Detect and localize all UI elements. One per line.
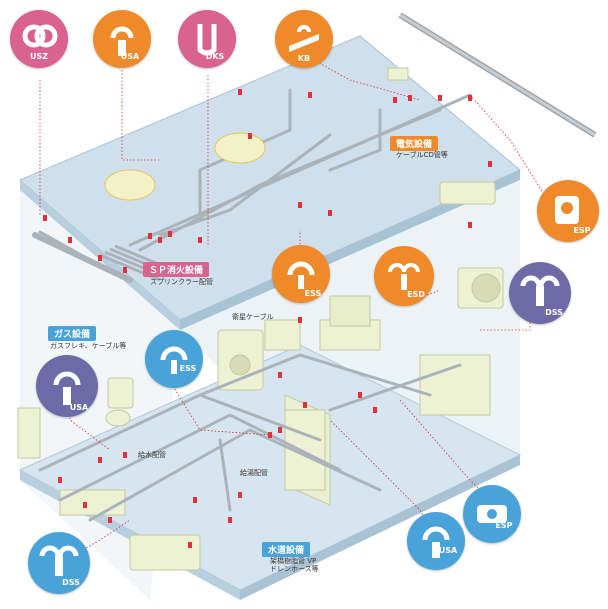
esp-clip-icon xyxy=(477,505,507,523)
dss-clip-icon xyxy=(39,545,79,576)
esp-clip-icon xyxy=(555,196,579,224)
pipe-clip-mark xyxy=(393,97,397,103)
product-code: ESP xyxy=(495,521,513,530)
ac-fan xyxy=(471,273,501,303)
pipe-clip-mark xyxy=(198,237,202,243)
pipe-clip-mark xyxy=(278,427,282,433)
pipe-clip-mark xyxy=(148,233,152,239)
pipe-clip-mark xyxy=(303,402,307,408)
pipe-clip-mark xyxy=(193,497,197,503)
lower-pipes xyxy=(38,353,462,522)
caption-sprinkler: スプリンクラー配管 xyxy=(150,278,213,286)
product-code: USA xyxy=(69,403,89,412)
product-dks: DKS xyxy=(178,10,236,68)
roof-rail-shadow xyxy=(399,13,596,137)
pipe-clip-mark xyxy=(298,317,302,323)
pipe-clip-mark xyxy=(228,517,232,523)
ceiling-light-right xyxy=(214,132,266,164)
caption-hot-water: 給湯配管 xyxy=(240,469,268,477)
kb-clip-icon xyxy=(289,25,319,52)
product-code: ESP xyxy=(573,226,591,235)
pipe-clip-mark xyxy=(238,89,242,95)
dks-clip-icon xyxy=(197,24,217,56)
ess-hook-icon xyxy=(160,346,188,374)
pipe-clip-mark xyxy=(358,392,362,398)
product-usz: USZ xyxy=(10,10,68,68)
product-code: USZ xyxy=(29,52,49,61)
usa-clip-icon xyxy=(110,26,134,56)
product-dss-lower: DSS xyxy=(28,532,90,594)
pipe-clip-mark xyxy=(438,95,442,101)
product-dss-right: DSS xyxy=(509,262,571,324)
product-usa-gas: USA xyxy=(36,355,98,417)
product-ess-lower: ESS xyxy=(145,330,203,388)
badge-electric: 電気設備 xyxy=(390,136,439,151)
product-esp-lower: ESP xyxy=(463,485,521,543)
product-code: USA xyxy=(120,52,140,61)
badge-gas: ガス設備 xyxy=(48,326,97,341)
usa-clip-icon xyxy=(422,526,450,558)
pipe-clip-mark xyxy=(168,231,172,237)
pipe-clip-mark xyxy=(308,92,312,98)
pipe-clip-mark xyxy=(373,407,377,413)
pipe-clip-mark xyxy=(158,237,162,243)
usz-clip-icon xyxy=(22,24,58,48)
pipe-clip-mark xyxy=(108,517,112,523)
caption-gas: ガスフレキ、ケーブル等 xyxy=(50,342,127,350)
pipe-clip-mark xyxy=(98,457,102,463)
product-usa: USA xyxy=(93,10,151,68)
upper-slab-right-face xyxy=(180,170,520,330)
product-usa-lower: USA xyxy=(407,512,465,570)
pipe-clip-mark xyxy=(68,237,72,243)
product-code: USA xyxy=(438,546,458,555)
caption-electric: ケーブルCD管等 xyxy=(396,151,448,159)
product-code: ESS xyxy=(179,364,197,373)
pipe-clip-mark xyxy=(238,492,242,498)
product-ess-ceiling: ESS xyxy=(272,245,330,303)
product-code: DSS xyxy=(545,308,563,317)
pipe-clip-mark xyxy=(408,95,412,101)
sprinkler-feed-pipe xyxy=(32,232,133,283)
ess-hook-icon xyxy=(287,261,315,289)
ac-indoor-unit xyxy=(439,181,496,205)
pipe-clip-mark xyxy=(123,267,127,273)
badge-water: 水道設備 xyxy=(262,542,311,557)
lower-floor-right xyxy=(240,455,520,600)
ceiling-light-left xyxy=(104,169,156,201)
badge-sprinkler: ＳＰ消火設備 xyxy=(143,262,210,277)
lower-fixtures xyxy=(17,295,491,571)
product-code: ESS xyxy=(304,289,322,298)
pipe-clip-mark xyxy=(468,95,472,101)
product-code: KB xyxy=(297,54,311,63)
product-kb: KB xyxy=(275,10,333,68)
pipe-clip-mark xyxy=(248,133,252,139)
pipe-clip-mark xyxy=(298,202,302,208)
product-esd: ESD xyxy=(374,246,434,306)
pipe-clip-mark xyxy=(58,477,62,483)
product-code: ESD xyxy=(407,290,425,299)
roof-unit xyxy=(387,67,409,81)
pipe-clip-mark xyxy=(123,452,127,458)
dss-clip-icon xyxy=(520,275,560,306)
product-code: DKS xyxy=(205,52,225,61)
caption-water-supply: 給水配管 xyxy=(138,451,166,459)
pipe-clip-mark xyxy=(43,215,47,221)
product-esp-right: ESP xyxy=(537,180,599,242)
pipe-clip-mark xyxy=(278,372,282,378)
pipe-clip-mark xyxy=(488,161,492,167)
pipe-clip-mark xyxy=(268,432,272,438)
esd-clip-icon xyxy=(388,263,420,290)
pipe-clip-mark xyxy=(98,255,102,261)
pipe-clip-mark xyxy=(83,502,87,508)
caption-tv-cable: 衛星ケーブル xyxy=(232,313,274,321)
pipe-clip-mark xyxy=(468,222,472,228)
pipe-clip-mark xyxy=(188,542,192,548)
pipe-clip-mark xyxy=(328,210,332,216)
product-code: DSS xyxy=(62,578,80,587)
pipe-clips xyxy=(43,89,492,548)
caption-water: 架橋樹脂管 VP ドレンホース等 xyxy=(270,557,319,573)
usa-clip-icon xyxy=(53,371,81,405)
